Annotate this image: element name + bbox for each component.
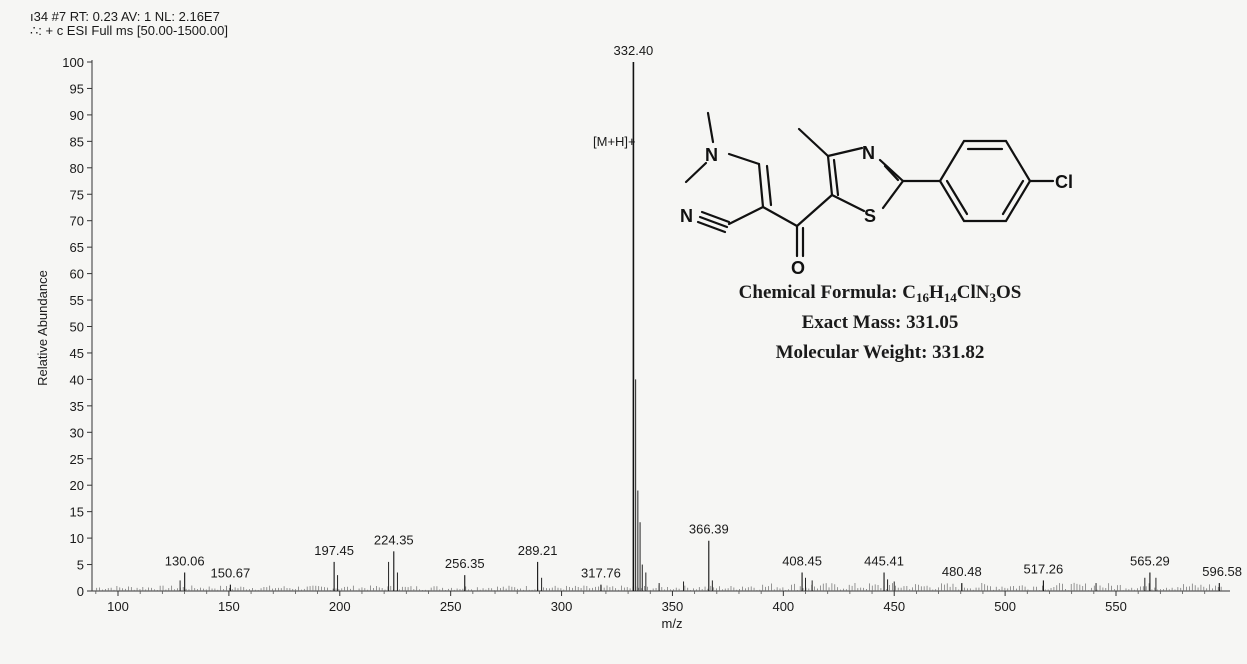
peak-labels: 130.06 150.67 197.45 224.35 256.35 289.21 317.… [165, 43, 1242, 581]
atom-n-amine: N [705, 145, 718, 165]
y-tick-label: 80 [70, 161, 84, 176]
formula-label: Chemical Formula: [738, 282, 903, 303]
y-tick-label: 100 [62, 55, 84, 70]
x-tick-label: 400 [772, 599, 794, 614]
y-tick-label: 10 [70, 531, 84, 546]
y-tick-label: 35 [70, 399, 84, 414]
formula-count-c: 16 [915, 290, 929, 305]
y-tick-label: 95 [70, 81, 84, 96]
molecular-weight: Molecular Weight: 331.82 [775, 342, 985, 363]
peak-label: 565.29 [1130, 553, 1170, 568]
y-tick-label: 50 [70, 320, 84, 335]
atom-o-carbonyl: O [791, 258, 805, 278]
adduct-label: [M+H]+ [593, 134, 636, 149]
x-tick-label: 100 [107, 599, 129, 614]
y-tick-label: 5 [77, 558, 84, 573]
atom-s-thiazole: S [864, 206, 876, 226]
x-tick-label: 450 [883, 599, 905, 614]
x-tick-label: 200 [329, 599, 351, 614]
peak-label: 596.58 [1202, 564, 1242, 579]
y-tick-label: 25 [70, 452, 84, 467]
chemical-structure [684, 111, 1055, 258]
y-tick-label: 30 [70, 425, 84, 440]
atom-cl: Cl [1055, 172, 1073, 192]
y-tick-label: 70 [70, 214, 84, 229]
peak-label: 224.35 [374, 532, 414, 547]
peak-label: 408.45 [782, 553, 822, 568]
scan-header-line-1: ı34 #7 RT: 0.23 AV: 1 NL: 2.16E7 [30, 9, 220, 24]
peak-label: 480.48 [942, 564, 982, 579]
x-tick-label: 250 [440, 599, 462, 614]
formula-element-h: H [928, 282, 944, 303]
peak-label: 150.67 [210, 566, 250, 581]
peak-label: 445.41 [864, 553, 904, 568]
peak-label: 197.45 [314, 543, 354, 558]
y-tick-label: 0 [77, 584, 84, 599]
y-tick-label: 85 [70, 134, 84, 149]
peak-label: 317.76 [581, 566, 621, 581]
peak-label: 366.39 [689, 522, 729, 537]
x-tick-label: 350 [662, 599, 684, 614]
x-tick-label: 150 [218, 599, 240, 614]
y-tick-label: 45 [70, 346, 84, 361]
y-tick-label: 75 [70, 187, 84, 202]
peak-label: 256.35 [445, 556, 485, 571]
peak-label: 332.40 [614, 43, 654, 58]
x-tick-label: 300 [551, 599, 573, 614]
formula-count-h: 14 [943, 290, 957, 305]
peak-label: 289.21 [518, 543, 558, 558]
x-tick-label: 500 [994, 599, 1016, 614]
y-axis-group: 0 5 10 15 20 25 30 35 40 45 50 55 60 65 70 75 80 85 90 95 10… [62, 55, 93, 599]
x-tick-label: 550 [1105, 599, 1127, 614]
peak-label: 517.26 [1024, 561, 1064, 576]
atom-n-nitrile: N [680, 206, 693, 226]
chemical-formula: Chemical Formula: C16H14ClN3OS [640, 282, 1120, 304]
x-axis-label: m/z [662, 616, 683, 631]
formula-element-c: C [902, 282, 916, 303]
formula-count-n: 3 [989, 290, 996, 305]
atom-n-thiazole: N [862, 143, 875, 163]
y-tick-label: 20 [70, 478, 84, 493]
y-tick-label: 15 [70, 505, 84, 520]
y-tick-label: 65 [70, 240, 84, 255]
formula-element-os: OS [995, 282, 1022, 303]
y-tick-label: 40 [70, 372, 84, 387]
formula-element-cln: ClN [956, 282, 990, 303]
exact-mass: Exact Mass: 331.05 [801, 312, 959, 333]
y-axis-label: Relative Abundance [35, 270, 50, 386]
y-tick-label: 60 [70, 267, 84, 282]
scan-header-line-2: ∴: + c ESI Full ms [50.00-1500.00] [30, 23, 228, 38]
y-tick-label: 90 [70, 108, 84, 123]
peak-label: 130.06 [165, 553, 205, 568]
peak-bars [179, 62, 1220, 591]
x-axis-group: 100 150 200 250 300 350 400 450 500 550 [92, 590, 1230, 614]
y-tick-label: 55 [70, 293, 84, 308]
